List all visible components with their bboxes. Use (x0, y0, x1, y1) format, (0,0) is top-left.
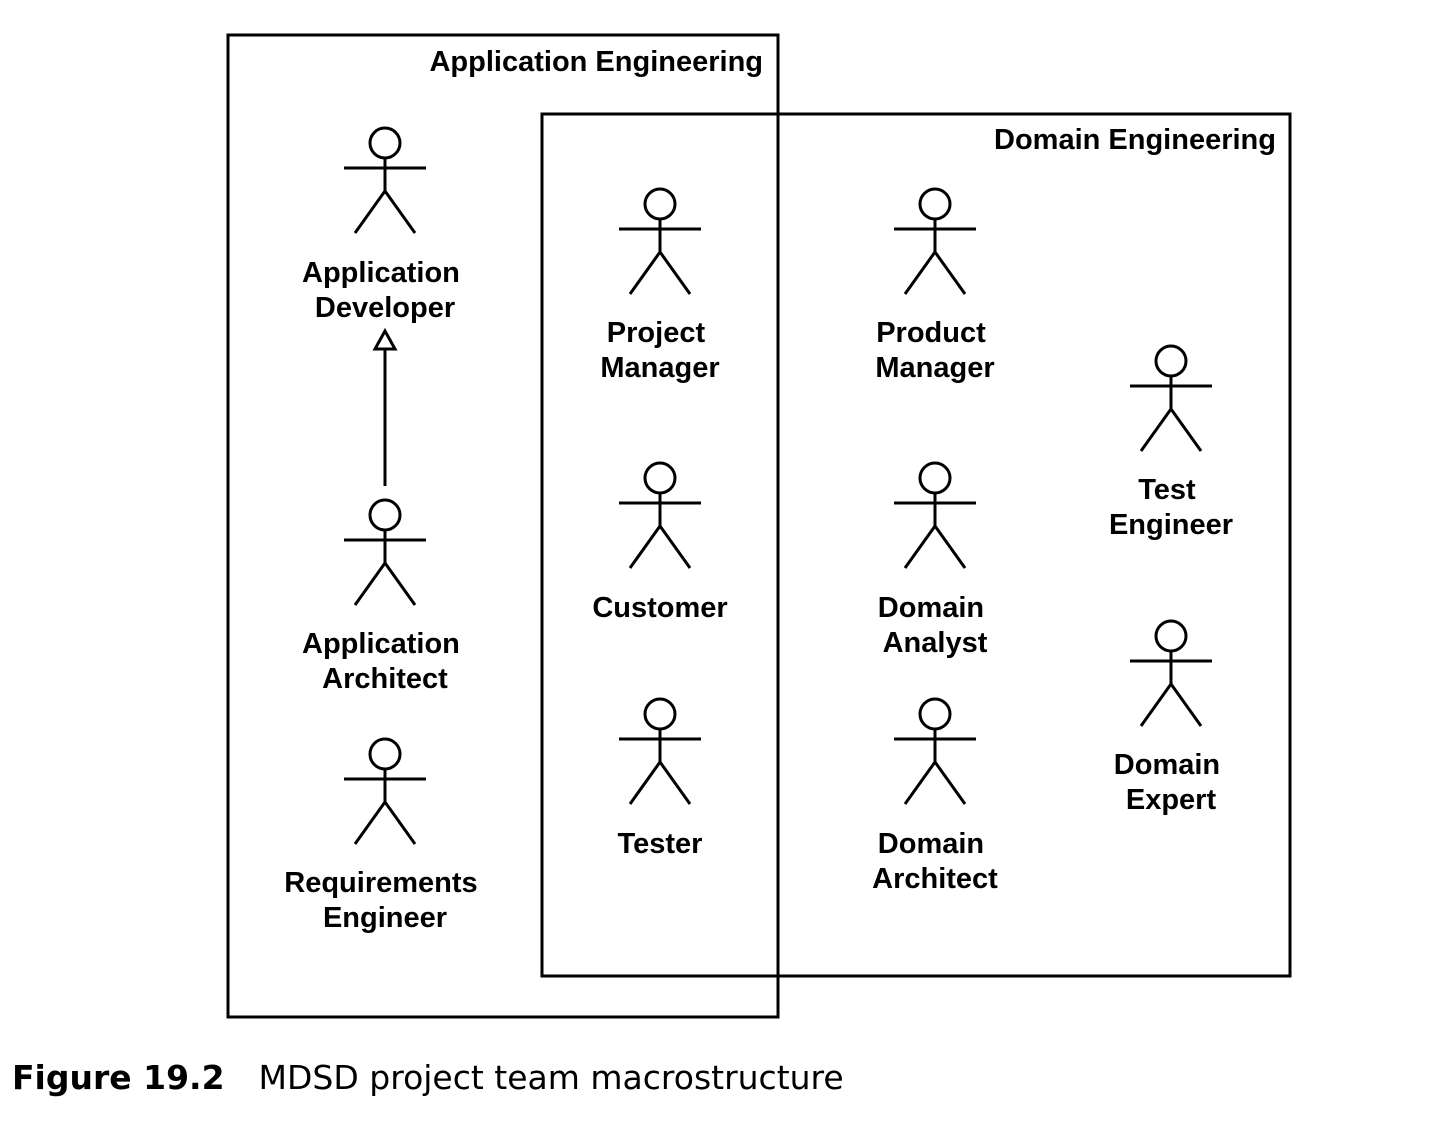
domain-architect-figure (892, 697, 978, 806)
domain-expert-label: Domain Expert (1114, 749, 1228, 816)
product-manager-figure (892, 187, 978, 296)
actor-product-manager: Product Manager (875, 187, 995, 384)
requirements-engineer-label: Requirements Engineer (284, 867, 485, 934)
tester-figure (617, 697, 703, 806)
actor-domain-analyst: Domain Analyst (878, 461, 992, 659)
requirements-engineer-figure (342, 737, 428, 846)
figure-caption-text: MDSD project team macrostructure (258, 1058, 844, 1097)
test-engineer-label: Test Engineer (1109, 474, 1233, 541)
customer-label: Customer (592, 592, 727, 624)
domain-engineering-title: Domain Engineering (994, 124, 1276, 156)
application-developer-figure (342, 126, 428, 235)
customer-figure (617, 461, 703, 570)
application-architect-figure (342, 498, 428, 607)
actor-application-developer: Application Developer (302, 126, 468, 324)
generalization-arrow (372, 327, 398, 486)
application-architect-label: Application Architect (302, 628, 468, 695)
application-engineering-box: Application Engineering (226, 33, 780, 1019)
application-developer-label: Application Developer (302, 257, 468, 324)
actor-project-manager: Project Manager (600, 187, 720, 384)
figure-number: Figure 19.2 (12, 1058, 225, 1097)
product-manager-label: Product Manager (875, 317, 994, 384)
project-manager-figure (617, 187, 703, 296)
actor-customer: Customer (592, 461, 728, 624)
actor-domain-architect: Domain Architect (872, 697, 998, 895)
actor-test-engineer: Test Engineer (1109, 344, 1233, 541)
domain-architect-label: Domain Architect (872, 828, 998, 895)
actor-tester: Tester (617, 697, 703, 860)
domain-analyst-figure (892, 461, 978, 570)
actor-requirements-engineer: Requirements Engineer (284, 737, 485, 934)
domain-expert-figure (1128, 619, 1214, 728)
actor-domain-expert: Domain Expert (1114, 619, 1228, 816)
figure-caption: Figure 19.2 MDSD project team macrostruct… (12, 1058, 844, 1097)
domain-analyst-label: Domain Analyst (878, 592, 992, 659)
domain-engineering-box: Domain Engineering (540, 112, 1292, 978)
tester-label: Tester (618, 828, 703, 860)
test-engineer-figure (1128, 344, 1214, 453)
actor-application-architect: Application Architect (302, 498, 468, 695)
application-engineering-title: Application Engineering (429, 46, 763, 78)
project-manager-label: Project Manager (600, 317, 719, 384)
